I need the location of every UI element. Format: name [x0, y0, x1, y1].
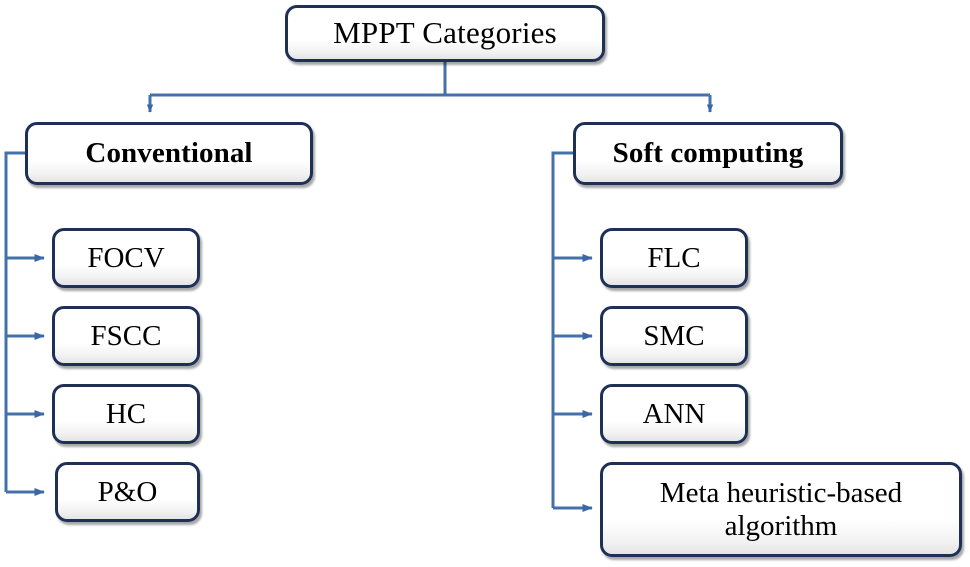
- node-hc[interactable]: HC: [52, 384, 200, 444]
- node-soft-computing[interactable]: Soft computing: [573, 122, 843, 185]
- node-flc[interactable]: FLC: [600, 228, 748, 288]
- node-mppt-categories[interactable]: MPPT Categories: [285, 5, 605, 62]
- node-pando[interactable]: P&O: [55, 462, 200, 522]
- soft-computing-child-connectors: [551, 151, 593, 512]
- node-fscc[interactable]: FSCC: [52, 306, 200, 366]
- conventional-child-connectors: [4, 151, 45, 496]
- node-focv[interactable]: FOCV: [52, 228, 200, 288]
- soft-computing-trunk: [551, 151, 573, 508]
- node-ann[interactable]: ANN: [600, 384, 748, 444]
- node-smc[interactable]: SMC: [600, 306, 748, 366]
- node-conventional[interactable]: Conventional: [25, 122, 313, 185]
- root-to-branch-connectors: [146, 62, 714, 113]
- conventional-trunk: [4, 151, 25, 492]
- node-meta-heuristic-algorithm[interactable]: Meta heuristic-based algorithm: [600, 462, 962, 557]
